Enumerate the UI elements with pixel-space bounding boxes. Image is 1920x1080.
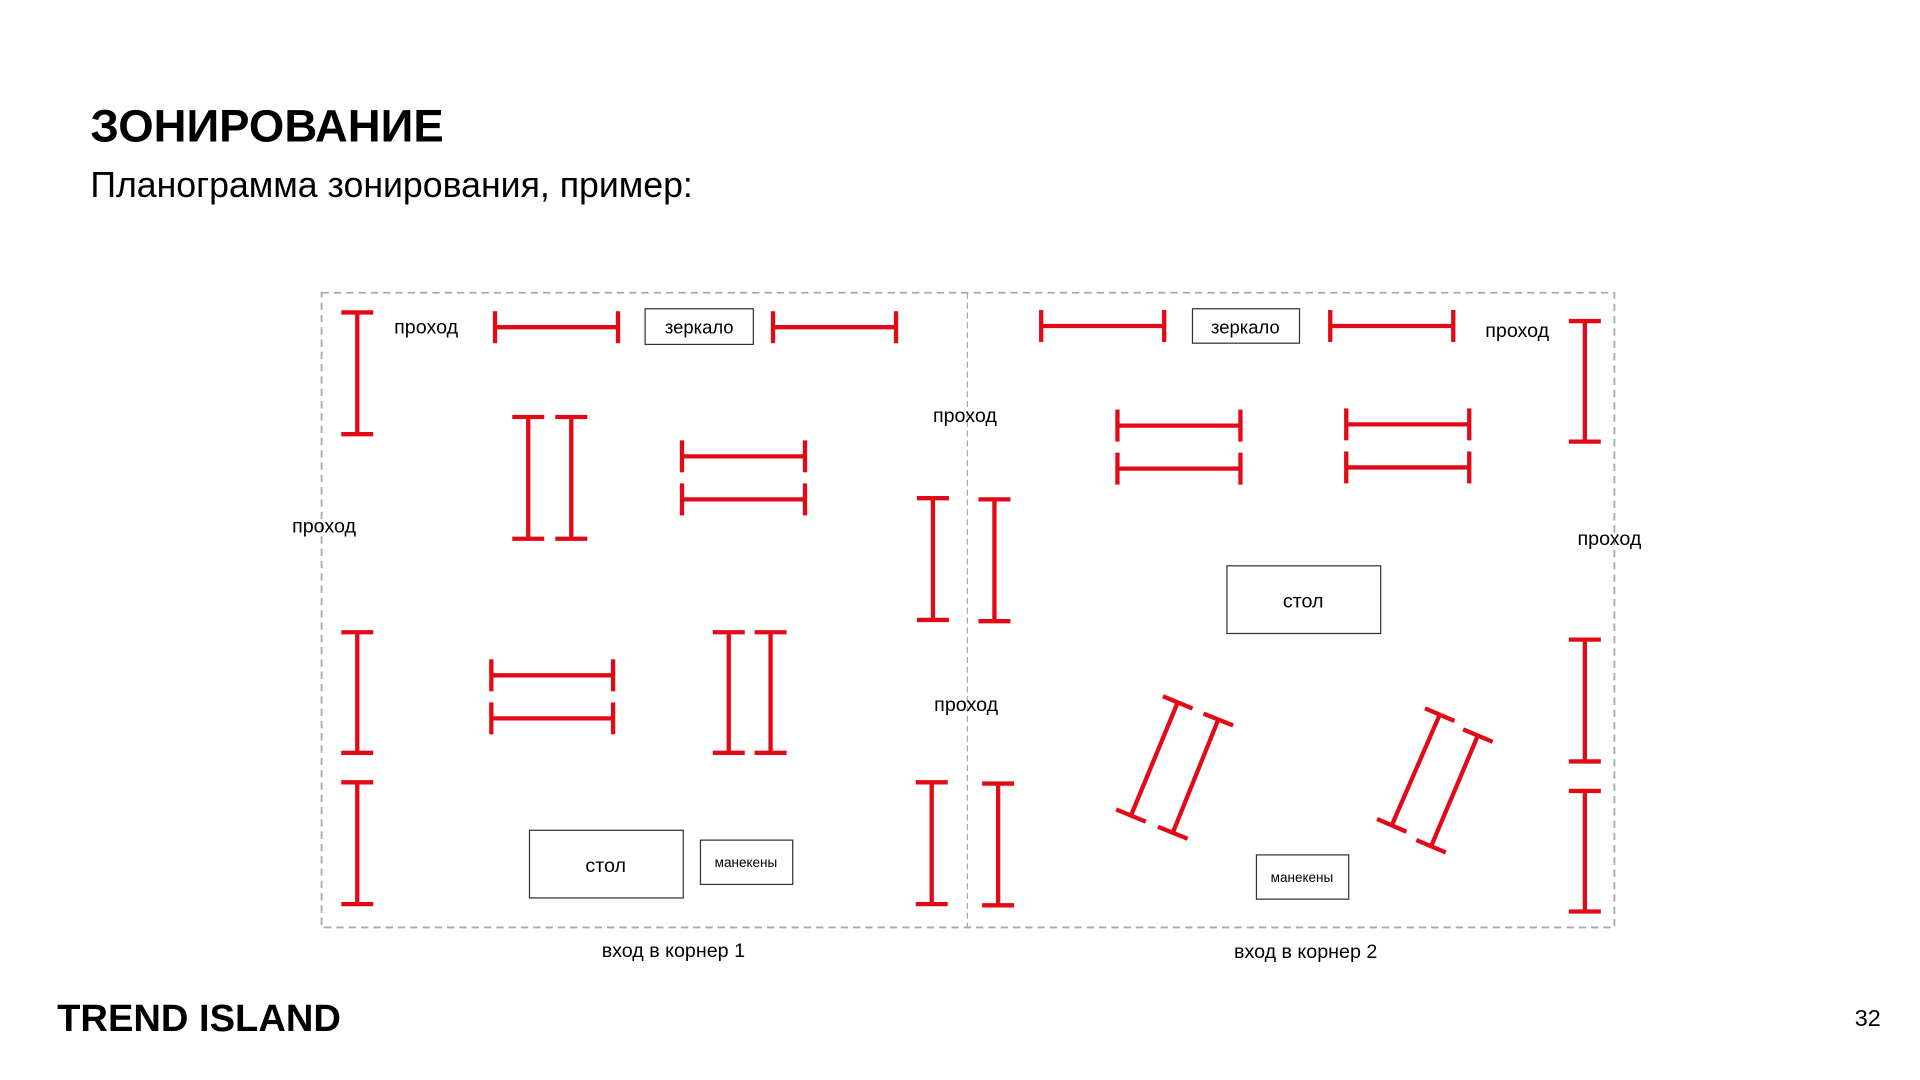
clothing-rack: [341, 310, 374, 437]
clothing-rack: [1115, 452, 1243, 485]
clothing-rack: [341, 780, 374, 907]
clothing-rack: [1115, 694, 1194, 824]
clothing-rack: [754, 630, 787, 755]
clothing-rack: [489, 702, 616, 735]
clothing-rack: [1568, 637, 1601, 764]
clothing-rack: [679, 483, 808, 516]
table-label: стол: [1283, 591, 1324, 613]
clothing-rack: [1328, 309, 1456, 342]
clothing-rack: [1039, 309, 1167, 342]
clothing-rack: [679, 440, 808, 473]
clothing-rack: [1115, 409, 1243, 442]
mirror-label: зеркало: [1211, 316, 1280, 337]
clothing-rack: [712, 630, 745, 755]
racks-layer: [341, 309, 1601, 914]
clothing-rack: [1344, 451, 1472, 484]
clothing-rack: [492, 311, 621, 344]
clothing-rack: [915, 780, 948, 907]
clothing-rack: [1376, 706, 1456, 834]
zoning-planogram: проход зеркало проход стол манекены вход…: [292, 291, 1642, 963]
brand-logo: TREND ISLAND: [57, 997, 341, 1040]
clothing-rack: [1157, 711, 1234, 841]
table-box: [1226, 565, 1382, 635]
clothing-rack: [341, 630, 374, 755]
mirror-box: [1191, 308, 1301, 344]
clothing-rack: [916, 496, 949, 623]
table-label: стол: [585, 855, 626, 877]
clothing-rack: [489, 659, 616, 692]
clothing-rack: [770, 311, 899, 344]
clothing-rack: [1568, 318, 1601, 444]
entrance-label: вход в корнер 1: [602, 940, 745, 962]
aisle-label: проход: [934, 694, 998, 716]
clothing-rack: [1415, 727, 1494, 855]
mirror-box: [644, 308, 754, 346]
aisle-label: проход: [1485, 320, 1549, 342]
page-number: 32: [1855, 1005, 1881, 1031]
mirror-label: зеркало: [665, 316, 734, 337]
clothing-rack: [982, 781, 1015, 908]
clothing-rack: [1568, 788, 1601, 914]
mannequins-box: [699, 839, 794, 886]
entrance-label: вход в корнер 2: [1234, 941, 1377, 963]
page-title: ЗОНИРОВАНИЕ: [90, 100, 443, 151]
mannequins-label: манекены: [1271, 870, 1334, 885]
aisle-label: проход: [1578, 528, 1642, 550]
clothing-rack: [1344, 408, 1472, 441]
clothing-rack: [978, 497, 1011, 624]
mannequins-box: [1255, 854, 1350, 900]
aisle-label: проход: [933, 405, 997, 427]
clothing-rack: [555, 414, 588, 541]
aisle-label: проход: [292, 516, 356, 538]
mannequins-label: манекены: [715, 855, 778, 870]
clothing-rack: [512, 414, 545, 541]
table-box: [528, 829, 684, 899]
page-subtitle: Планограмма зонирования, пример:: [90, 165, 693, 205]
aisle-label: проход: [394, 316, 458, 338]
